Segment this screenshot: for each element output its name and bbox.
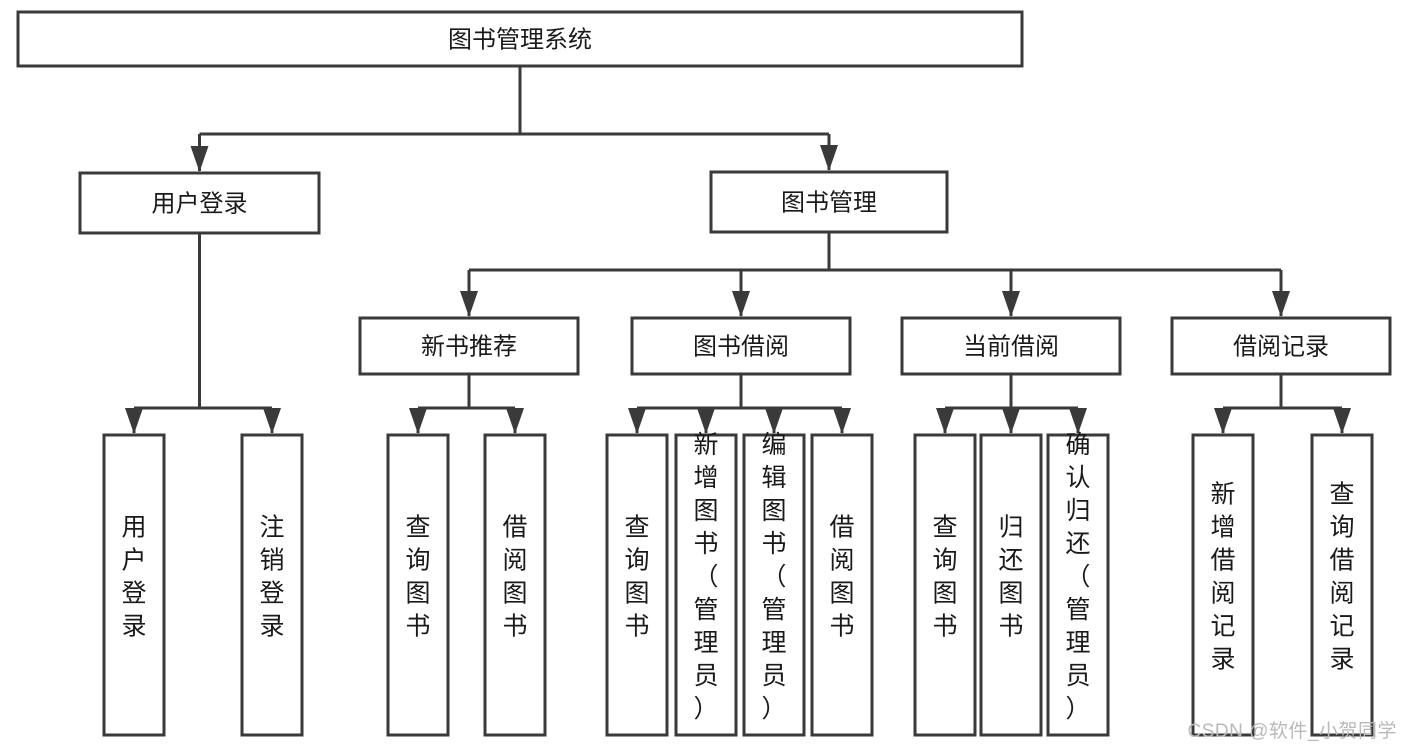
node-label-book-borrow: 图书借阅 xyxy=(693,334,789,361)
node-label-borrow-record: 借阅记录 xyxy=(1233,334,1329,361)
node-box-leaf-logout[interactable] xyxy=(240,433,304,737)
arrow-to-leaf-add-book xyxy=(697,408,715,434)
node-borrow-record[interactable]: 借阅记录 xyxy=(1170,316,1392,376)
node-label-leaf-query-book-b: 查询图书 xyxy=(624,514,649,641)
node-leaf-return-book[interactable]: 归还图书 xyxy=(979,433,1043,737)
node-box-leaf-user-login[interactable] xyxy=(102,433,166,737)
arrow-to-leaf-user-login xyxy=(125,408,143,434)
arrow-to-leaf-query-book-c xyxy=(936,408,954,434)
node-label-leaf-confirm-return: 确认归还（管理员） xyxy=(1065,431,1090,723)
arrow-to-leaf-logout xyxy=(263,408,281,434)
node-book-borrow[interactable]: 图书借阅 xyxy=(630,316,852,376)
node-label-leaf-add-book: 新增图书（管理员） xyxy=(693,431,718,723)
node-leaf-query-record[interactable]: 查询借阅记录 xyxy=(1310,433,1374,737)
node-box-user-login[interactable] xyxy=(78,171,321,235)
node-label-root: 图书管理系统 xyxy=(448,27,592,54)
node-label-current-borrow: 当前借阅 xyxy=(963,334,1059,361)
node-label-leaf-return-book: 归还图书 xyxy=(998,514,1023,641)
node-root[interactable]: 图书管理系统 xyxy=(16,10,1024,68)
node-box-root[interactable] xyxy=(16,10,1024,68)
node-new-book-rec[interactable]: 新书推荐 xyxy=(358,316,580,376)
arrow-to-leaf-edit-book xyxy=(765,408,783,434)
node-user-login[interactable]: 用户登录 xyxy=(78,171,321,235)
node-box-leaf-borrow-book-rec[interactable] xyxy=(483,433,547,737)
node-label-leaf-logout: 注销登录 xyxy=(259,514,284,641)
node-label-new-book-rec: 新书推荐 xyxy=(421,334,517,361)
node-label-leaf-add-record: 新增借阅记录 xyxy=(1210,481,1235,674)
arrow-to-leaf-query-book-rec xyxy=(409,408,427,434)
node-label-leaf-borrow-book-rec: 借阅图书 xyxy=(502,514,527,641)
arrow-to-borrow-record xyxy=(1272,291,1290,317)
node-label-leaf-query-book-c: 查询图书 xyxy=(932,514,957,641)
node-leaf-borrow-book-b[interactable]: 借阅图书 xyxy=(810,433,874,737)
node-box-leaf-add-book[interactable] xyxy=(674,433,738,737)
node-leaf-borrow-book-rec[interactable]: 借阅图书 xyxy=(483,433,547,737)
node-leaf-user-login[interactable]: 用户登录 xyxy=(102,433,166,737)
node-box-leaf-return-book[interactable] xyxy=(979,433,1043,737)
arrow-to-book-borrow xyxy=(732,291,750,317)
node-box-current-borrow[interactable] xyxy=(900,316,1122,376)
node-leaf-edit-book[interactable]: 编辑图书（管理员） xyxy=(742,431,806,737)
node-label-user-login: 用户登录 xyxy=(152,191,248,218)
node-leaf-add-book[interactable]: 新增图书（管理员） xyxy=(674,431,738,737)
node-label-leaf-query-book-rec: 查询图书 xyxy=(405,514,430,641)
node-leaf-query-book-c[interactable]: 查询图书 xyxy=(913,433,977,737)
node-box-leaf-edit-book[interactable] xyxy=(742,433,806,737)
node-label-leaf-query-record: 查询借阅记录 xyxy=(1329,481,1354,674)
node-box-leaf-query-book-b[interactable] xyxy=(605,433,669,737)
node-leaf-query-book-rec[interactable]: 查询图书 xyxy=(386,433,450,737)
node-box-borrow-record[interactable] xyxy=(1170,316,1392,376)
arrow-to-leaf-borrow-book-rec xyxy=(506,408,524,434)
node-leaf-confirm-return[interactable]: 确认归还（管理员） xyxy=(1046,431,1110,737)
node-leaf-add-record[interactable]: 新增借阅记录 xyxy=(1191,433,1255,737)
arrow-to-new-book-rec xyxy=(460,291,478,317)
node-box-leaf-query-book-rec[interactable] xyxy=(386,433,450,737)
node-book-manage[interactable]: 图书管理 xyxy=(709,170,949,234)
arrow-to-leaf-return-book xyxy=(1002,408,1020,434)
arrow-to-user-login xyxy=(190,146,209,172)
arrow-to-leaf-query-book-b xyxy=(628,408,646,434)
node-box-leaf-add-record[interactable] xyxy=(1191,433,1255,737)
arrow-to-leaf-confirm-return xyxy=(1069,408,1087,434)
arrow-to-book-manage xyxy=(820,145,838,171)
node-label-book-manage: 图书管理 xyxy=(781,190,877,217)
node-box-leaf-confirm-return[interactable] xyxy=(1046,433,1110,737)
node-leaf-logout[interactable]: 注销登录 xyxy=(240,433,304,737)
node-leaf-query-book-b[interactable]: 查询图书 xyxy=(605,433,669,737)
node-label-leaf-borrow-book-b: 借阅图书 xyxy=(829,514,854,641)
arrow-to-leaf-add-record xyxy=(1214,408,1232,434)
node-current-borrow[interactable]: 当前借阅 xyxy=(900,316,1122,376)
node-label-leaf-user-login: 用户登录 xyxy=(121,514,146,641)
node-box-book-manage[interactable] xyxy=(709,170,949,234)
node-layer: 图书管理系统用户登录图书管理新书推荐图书借阅当前借阅借阅记录用户登录注销登录查询… xyxy=(16,10,1392,737)
arrow-to-leaf-borrow-book-b xyxy=(833,408,851,434)
node-box-book-borrow[interactable] xyxy=(630,316,852,376)
arrow-to-current-borrow xyxy=(1002,291,1020,317)
connector-layer xyxy=(125,66,1351,434)
node-box-leaf-query-book-c[interactable] xyxy=(913,433,977,737)
node-label-leaf-edit-book: 编辑图书（管理员） xyxy=(761,431,786,723)
node-box-leaf-query-record[interactable] xyxy=(1310,433,1374,737)
node-box-new-book-rec[interactable] xyxy=(358,316,580,376)
arrow-to-leaf-query-record xyxy=(1333,408,1351,434)
node-box-leaf-borrow-book-b[interactable] xyxy=(810,433,874,737)
